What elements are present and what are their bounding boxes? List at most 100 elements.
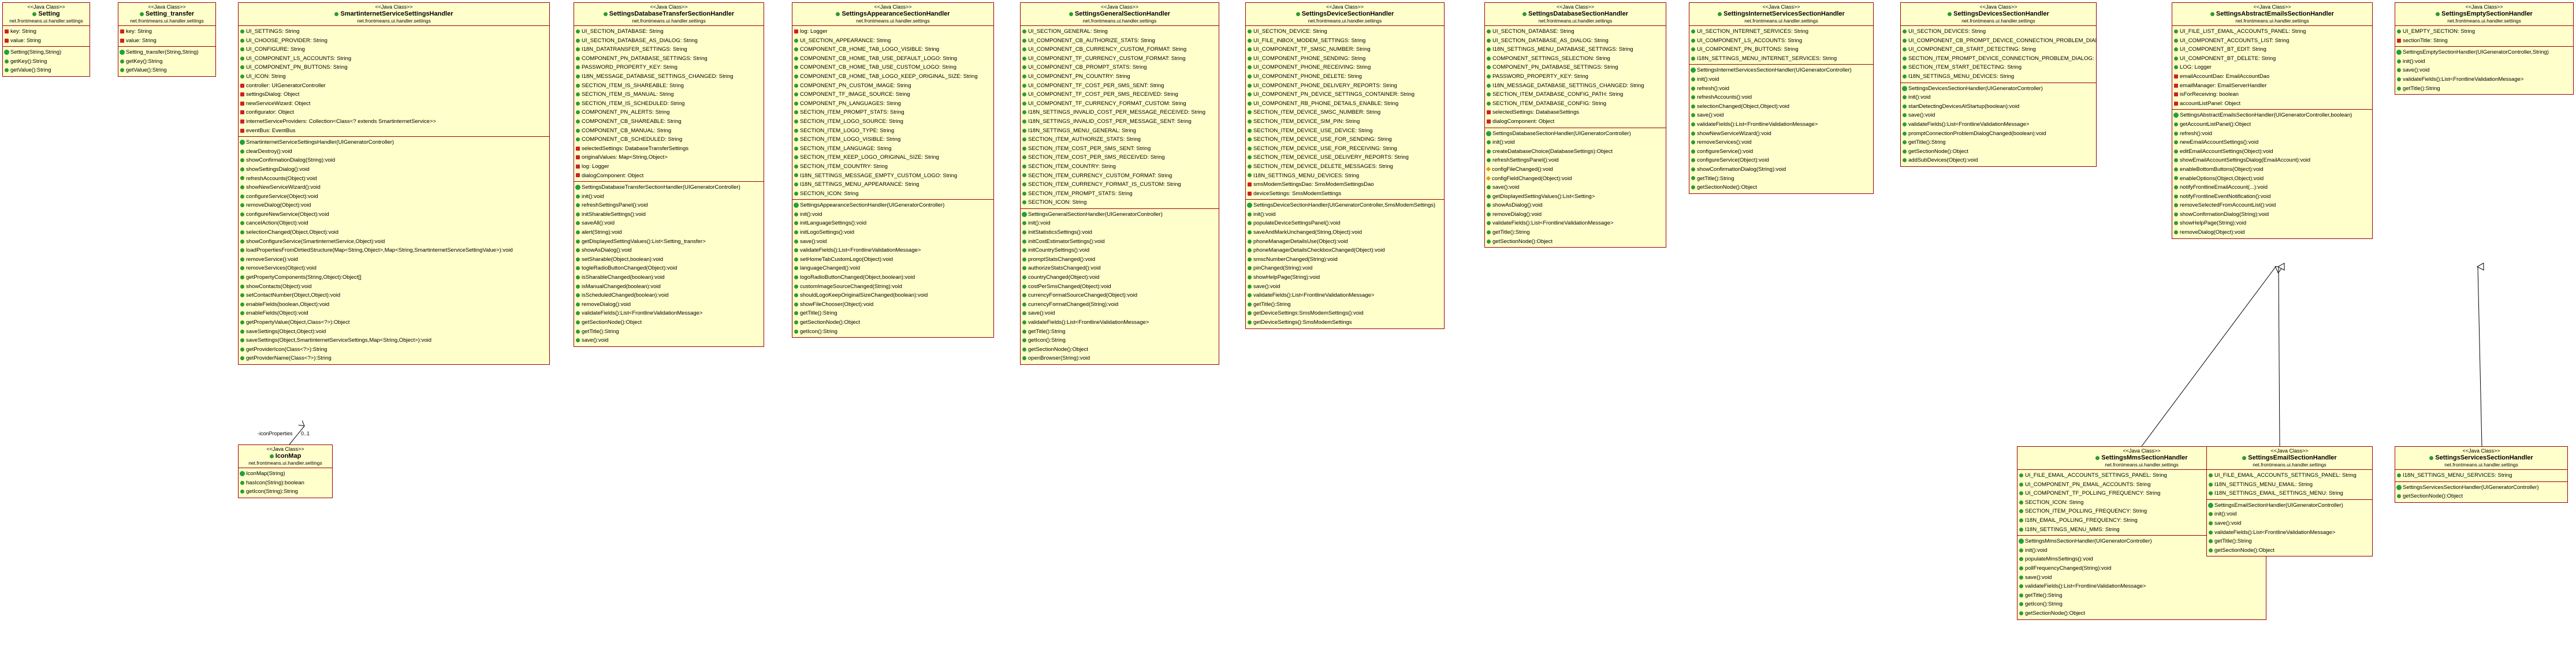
class-box-database[interactable]: <<Java Class>>SettingsDatabaseSectionHan…: [1484, 2, 1666, 248]
method-row: showNewServiceWizard():void: [240, 183, 548, 192]
field-text: log: Logger: [582, 163, 609, 170]
field-text: SECTION_ICON: String: [800, 190, 859, 197]
method-row: getValue():String: [120, 66, 214, 75]
class-box-devices[interactable]: <<Java Class>>SettingsDeviceSectionHandl…: [1245, 2, 1445, 329]
field-text: UI_SECTION_APPEARANCE: String: [800, 37, 891, 44]
static-field-icon: [1022, 47, 1026, 52]
method-row: refreshAccounts():void: [1691, 93, 1871, 102]
private-field-icon: [2174, 101, 2178, 106]
field-text: I18N_MESSAGE_DATABASE_SETTINGS_CHANGED: …: [582, 73, 734, 80]
method-row: saveSettings(Object,SmartinternetService…: [240, 336, 548, 345]
field-text: UI_FILE_INBOX_MODEM_SETTINGS: String: [1253, 37, 1366, 44]
public-method-icon: [1487, 194, 1491, 199]
static-field-icon: [2174, 56, 2178, 61]
field-row: UI_COMPONENT_TF_POLLING_FREQUENCY: Strin…: [2019, 489, 2264, 498]
class-box-services[interactable]: <<Java Class>>SettingsInternetServicesSe…: [1689, 2, 1874, 194]
method-text: saveSettings(Object,SmartinternetService…: [246, 337, 432, 344]
method-row: setContactNumber(Object,Object):void: [240, 291, 548, 300]
class-box-db-transfer[interactable]: <<Java Class>>SettingsDatabaseTransferSe…: [574, 2, 764, 347]
class-box-empty[interactable]: <<Java Class>>SettingsEmptySectionHandle…: [2395, 2, 2574, 95]
method-row: init():void: [2397, 57, 2571, 66]
methods-section: Setting_transfer(String,String)getKey():…: [118, 47, 215, 76]
class-box-smartinternet[interactable]: <<Java Class>>SmartinternetServiceSettin…: [238, 2, 550, 365]
field-text: COMPONENT_SETTINGS_SELECTION: String: [1492, 55, 1610, 62]
public-method-icon: [240, 275, 244, 280]
static-field-icon: [1022, 38, 1026, 43]
public-method-icon: [1903, 122, 1907, 126]
method-text: getKey():String: [10, 58, 47, 65]
field-text: SECTION_ITEM_COUNTRY: String: [800, 163, 888, 170]
public-method-icon: [240, 212, 244, 216]
private-field-icon: [576, 155, 580, 160]
field-text: SECTION_ITEM_IS_MANUAL: String: [582, 91, 674, 98]
method-text: initLanguageSettings():void: [800, 220, 867, 227]
public-method-icon: [1903, 158, 1907, 163]
class-box-email[interactable]: <<Java Class>>SettingsAbstractEmailsSect…: [2172, 2, 2373, 239]
method-row: SettingsGeneralSectionHandler(UIGenerato…: [1022, 210, 1217, 219]
private-field-icon: [5, 38, 9, 43]
class-name: SettingsMmsSectionHandler: [2101, 454, 2188, 461]
class-box-servicessection[interactable]: <<Java Class>>SettingsServicesSectionHan…: [2395, 446, 2568, 503]
method-text: configFileChanged():void: [1492, 166, 1553, 173]
method-row: saveAndMarkUnchanged(String,Object):void: [1248, 228, 1442, 237]
static-field-icon: [2397, 473, 2401, 477]
constructor-icon: [794, 203, 798, 208]
method-row: init():void: [1487, 138, 1664, 147]
field-row: UI_CONFIGURE: String: [240, 45, 548, 54]
method-text: notifyFrontlineEventNotification():void: [2180, 193, 2271, 200]
static-field-icon: [794, 155, 798, 160]
association-role-label: -iconProperties: [258, 431, 293, 436]
field-text: UI_COMPONENT_PN_BUTTONS: String: [246, 64, 348, 71]
static-field-icon: [1691, 56, 1695, 61]
class-name: SmartinternetServiceSettingsHandler: [340, 10, 453, 17]
field-text: UI_COMPONENT_BT_EDIT: String: [2180, 46, 2266, 53]
static-field-icon: [1691, 29, 1695, 33]
field-row: UI_COMPONENT_LS_ACCOUNTS: String: [1691, 36, 1871, 46]
field-row: COMPONENT_PN_LANGUAGES: String: [794, 99, 992, 109]
static-field-icon: [794, 182, 798, 187]
method-text: Setting(String,String): [10, 49, 62, 56]
field-row: UI_COMPONENT_CB_CURRENCY_CUSTOM_FORMAT: …: [1022, 45, 1217, 54]
public-method-icon: [1248, 239, 1252, 244]
class-box-devices2[interactable]: <<Java Class>>SettingsDevicesSectionHand…: [1900, 2, 2097, 167]
method-row: removeDialog(Object):void: [240, 201, 548, 210]
methods-section: SmartinternetServiceSettingsHandler(UIGe…: [239, 137, 549, 364]
class-box-appearance[interactable]: <<Java Class>>SettingsAppearanceSectionH…: [792, 2, 994, 338]
public-method-icon: [1487, 230, 1491, 235]
field-row: internetServiceProviders: Collection<Cla…: [240, 117, 548, 126]
private-field-icon: [1248, 182, 1252, 187]
class-box-emailsection[interactable]: <<Java Class>>SettingsEmailSectionHandle…: [2206, 446, 2373, 557]
public-method-icon: [794, 230, 798, 235]
method-row: getPropertyComponents(String,Object):Obj…: [240, 273, 548, 282]
static-field-icon: [794, 38, 798, 43]
static-field-icon: [2209, 473, 2213, 477]
public-method-icon: [2019, 593, 2023, 597]
static-field-icon: [1248, 146, 1252, 151]
field-text: COMPONENT_PN_LANGUAGES: String: [800, 100, 901, 107]
static-field-icon: [794, 92, 798, 97]
field-row: I18N_SETTINGS_MENU_SERVICES: String: [2397, 471, 2566, 480]
methods-section: SettingsDatabaseSectionHandler(UIGenerat…: [1485, 128, 1666, 248]
static-field-icon: [1903, 38, 1907, 43]
method-row: showFileChooser(Object):void: [794, 300, 992, 309]
package-name: net.frontmeans.ui.handler.settings: [9, 18, 83, 24]
public-method-icon: [576, 266, 580, 271]
method-row: removeService():void: [240, 255, 548, 264]
public-method-icon: [2174, 167, 2178, 171]
method-text: getTitle():String: [1908, 139, 1946, 146]
class-icon: [269, 454, 274, 458]
field-text: SECTION_ITEM_POLLING_FREQUENCY: String: [2025, 508, 2147, 515]
method-text: saveSettings(Object,Object):void: [246, 328, 326, 335]
class-box-general[interactable]: <<Java Class>>SettingsGeneralSectionHand…: [1020, 2, 1219, 365]
field-row: SECTION_ITEM_DEVICE_USE_FOR_RECEIVING: S…: [1248, 144, 1442, 154]
field-text: COMPONENT_CB_HOME_TAB_LOGO_KEEP_ORIGINAL…: [800, 73, 978, 80]
method-text: isScheduledChanged(boolean):void: [582, 292, 669, 299]
public-method-icon: [794, 311, 798, 316]
method-row: getSectionNode():Object: [794, 318, 992, 327]
method-text: validateFields():List<FrontlineValidatio…: [2214, 529, 2336, 536]
stereotype-label: <<Java Class>>: [1979, 4, 2017, 10]
